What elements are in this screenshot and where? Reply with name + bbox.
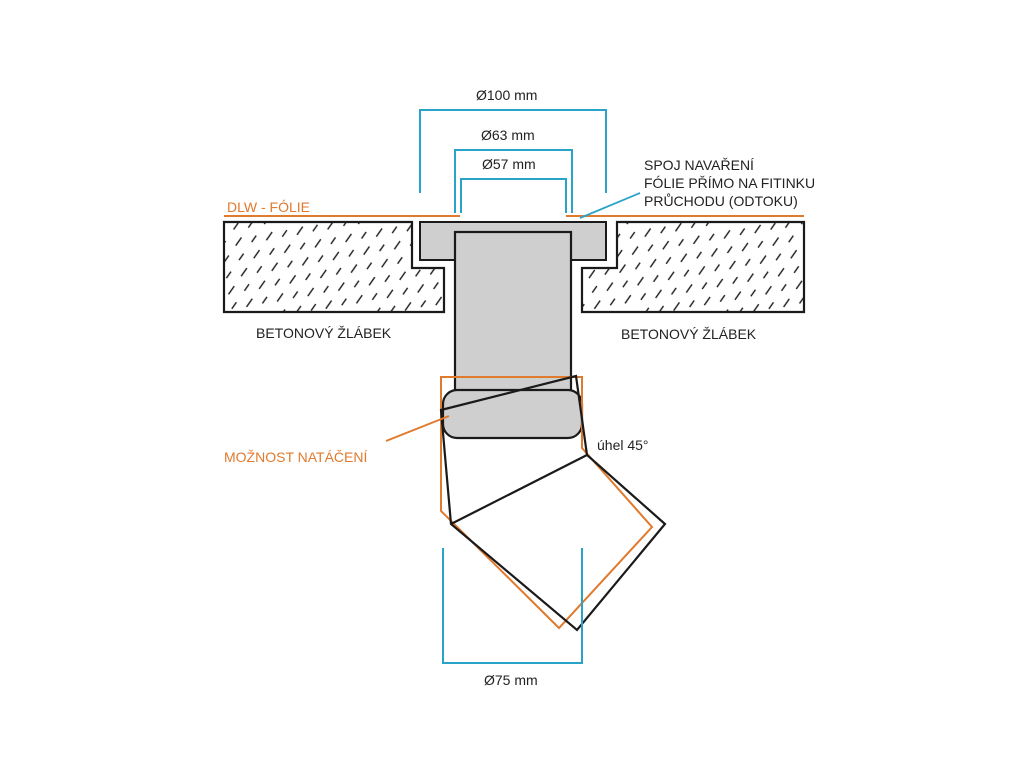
dimension-63-bracket [454, 149, 573, 213]
dimension-63-label: Ø63 mm [481, 127, 535, 143]
elbow-45-degree [439, 374, 667, 632]
rotation-leader-line [385, 415, 450, 442]
weld-label-line-3: PRŮCHODU (ODTOKU) [644, 193, 798, 209]
weld-leader-line [579, 192, 641, 219]
dimension-57-label: Ø57 mm [482, 156, 536, 172]
concrete-channel-left [222, 220, 446, 314]
dimension-100-bracket [419, 109, 607, 193]
weld-label-line-1: SPOJ NAVAŘENÍ [644, 157, 754, 173]
dimension-75-label: Ø75 mm [484, 672, 538, 688]
dimension-57-bracket [460, 178, 567, 213]
elbow-alternate-position [440, 376, 654, 630]
fitting-pipe [453, 230, 573, 394]
dimension-75-bracket [442, 548, 583, 664]
dimension-100-label: Ø100 mm [476, 87, 538, 103]
weld-label-line-2: FÓLIE PŘÍMO NA FITINKU [644, 175, 816, 191]
angle-label: úhel 45° [597, 437, 649, 453]
foil-label: DLW - FÓLIE [227, 199, 310, 215]
channel-label-right: BETONOVÝ ŽLÁBEK [621, 326, 757, 342]
concrete-channel-right [580, 220, 806, 314]
rotation-joint [441, 388, 584, 440]
rotation-label: MOŽNOST NATÁČENÍ [224, 449, 368, 465]
channel-label-left: BETONOVÝ ŽLÁBEK [256, 325, 392, 341]
